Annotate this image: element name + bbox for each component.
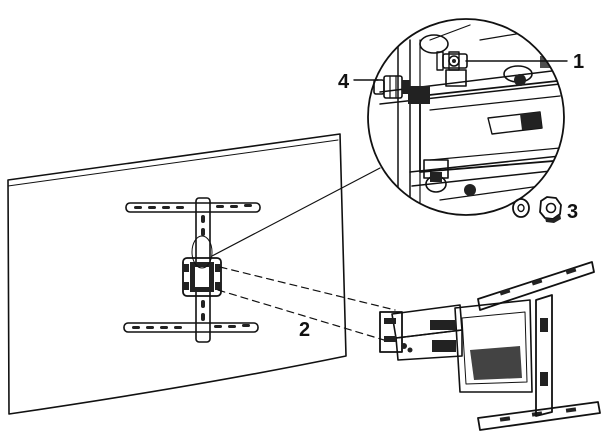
tv-screen bbox=[7, 133, 347, 415]
callout-3: 3 bbox=[567, 201, 578, 223]
detail-leader-line bbox=[211, 167, 381, 257]
callout-1: 1 bbox=[573, 51, 584, 73]
callout-2: 2 bbox=[299, 319, 310, 341]
bolt-1-icon bbox=[436, 51, 468, 71]
washer-and-nut-icon bbox=[512, 196, 562, 223]
callout-4: 4 bbox=[338, 71, 350, 93]
callout-leaders bbox=[353, 60, 568, 81]
alignment-lines bbox=[217, 266, 396, 341]
tv-mounting-bracket bbox=[123, 197, 261, 343]
detail-zoom-circle bbox=[367, 18, 565, 216]
bolt-4-icon bbox=[373, 75, 410, 99]
wall-mount-arm bbox=[379, 261, 601, 431]
